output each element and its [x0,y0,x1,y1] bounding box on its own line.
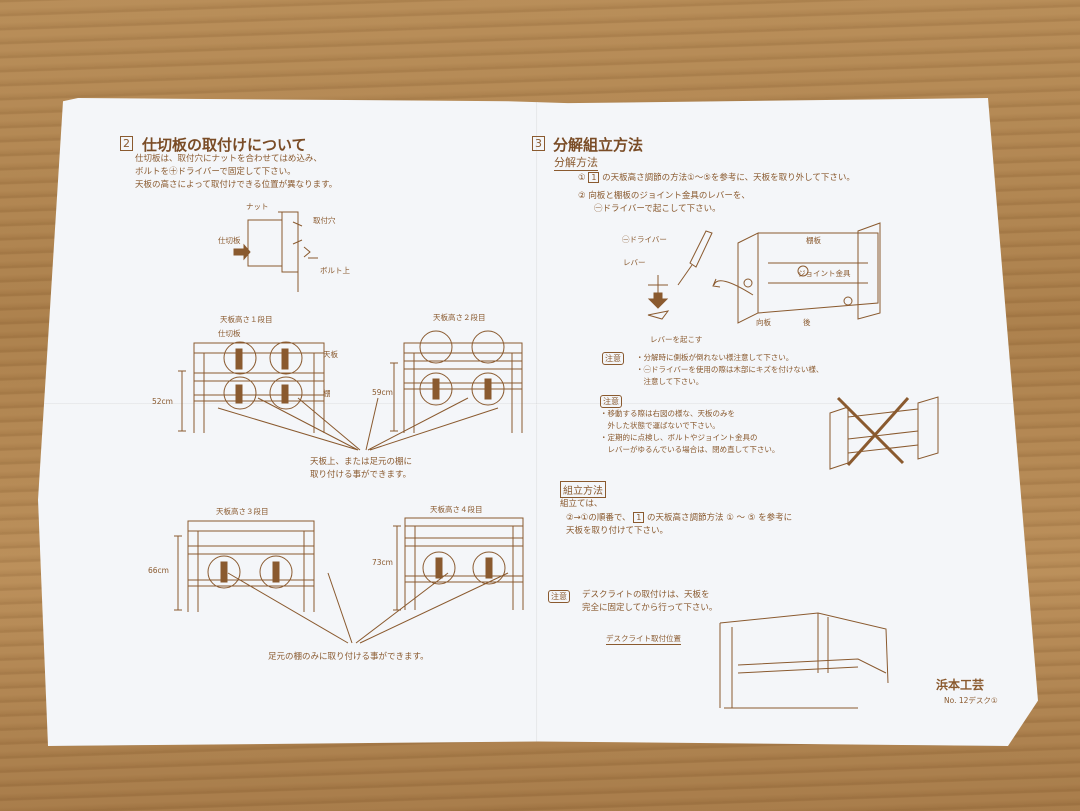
caution-line: 外した状態で運ばないで下さい。 [600,421,720,430]
lever-label: レバー [623,258,646,267]
caution-line: ・定期的に点検し、ボルトやジョイント金具の [600,433,758,442]
caution-line: デスクライトの取付けは、天板を [582,590,710,600]
caution-line: ・分解時に側板が倒れない様注意して下さい。 [636,353,794,362]
intro-line: 仕切板は、取付穴にナットを合わせてはめ込み、 [135,154,322,164]
bolt-label: ボルト上 [320,266,350,275]
front-panel-label: 向板 [756,318,771,327]
driver-label: ㊀ドライバー [622,235,667,244]
desk-figure-level-4 [393,517,524,611]
dimension-level-1: 52cm [152,397,173,406]
pointer-lines-bottom [227,572,509,644]
section-heading: 仕切板の取付けについて [142,136,307,154]
assembly-line: ②→①の順番で、 [566,513,631,523]
figure-title-level-4: 天板高さ４段目 [430,505,483,514]
desk-lamp-figure [719,612,889,709]
figure-title-level-3: 天板高さ３段目 [216,507,269,516]
figure-title-level-2: 天板高さ２段目 [433,313,486,322]
brand-logo: 浜本工芸 [936,678,985,692]
caution-tag-2: 注意 [600,395,622,408]
shelf-label-fig1: 棚 [323,389,331,398]
caution-line: ・移動する際は右図の様な、天板のみを [600,409,735,418]
hole-label: 取付穴 [313,216,336,225]
step-1: ① 1 の天板高さ調節の方法①〜⑤を参考に、天板を取り外して下さい。 [578,171,855,185]
joint-label: ジョイント金具 [798,269,851,278]
intro-text: 仕切板は、取付穴にナットを合わせてはめ込み、 ボルトを㊉ドライバーで固定して下さ… [135,153,337,192]
note-line: 天板上、または足元の棚に [310,457,413,467]
step-box: 1 [588,172,600,183]
caution-tag-1: 注意 [602,352,624,365]
panel-label-fig1: 仕切板 [218,329,241,338]
assembly-line: 天板を取り付けて下さい。 [566,526,669,536]
nut-label: ナット [246,202,269,211]
caution-tag-3: 注意 [548,590,570,603]
top-label-fig1: 天板 [323,350,338,359]
assembly-box: 1 [633,512,645,523]
fold-crease-vertical [536,98,538,746]
joint-lever-figure [647,222,881,324]
document-number: No. 12デスク① [944,696,998,705]
assembly-line: 組立ては、 [560,499,603,509]
caution-line: 注意して下さい。 [636,377,704,386]
figure-title-level-1: 天板高さ１段目 [220,315,273,324]
section-number-3: 3 [532,136,545,151]
caution-2: ・移動する際は右図の様な、天板のみを 外した状態で運ばないで下さい。 ・定期的に… [600,408,779,456]
lamp-position-label: デスクライト取付位置 [606,634,681,645]
caution-3: デスクライトの取付けは、天板を 完全に固定してから行って下さい。 [582,589,717,615]
step-text: の天板高さ調節の方法①〜⑤を参考に、天板を取り外して下さい。 [602,173,855,183]
desk-figure-level-3 [174,520,315,612]
intro-line: ボルトを㊉ドライバーで固定して下さい。 [135,167,296,177]
dimension-level-4: 73cm [372,558,393,567]
dimension-level-2: 59cm [372,388,393,397]
shelf-board-label: 棚板 [806,236,821,245]
caution-1: ・分解時に側板が倒れない様注意して下さい。 ・㊀ドライバーを使用の際は木部にキズ… [636,352,823,388]
prohibited-carry-figure [829,396,939,470]
back-label: 後 [803,318,811,327]
step-num: ① [578,173,586,183]
raise-lever-label: レバーを起こす [650,335,703,344]
section-heading-3: 分解組立方法 [553,136,644,154]
fold-crease-horizontal [38,403,1038,405]
caution-line: ・㊀ドライバーを使用の際は木部にキズを付けない様、 [636,365,824,374]
desk-figure-level-2 [390,330,523,433]
instruction-sheet: 2 仕切板の取付けについて 仕切板は、取付穴にナットを合わせてはめ込み、 ボルト… [38,98,1038,746]
section-number: 2 [120,136,133,151]
assembly-text: 組立ては、 ②→①の順番で、 1 の天板高さ調節方法 ① 〜 ⑤ を参考に 天板… [560,498,792,538]
subheading-disassembly: 分解方法 [554,156,598,171]
pointer-lines-top [217,397,499,451]
note-line: 取り付ける事ができます。 [310,470,412,480]
subheading-assembly: 組立方法 [560,481,606,498]
panel-label: 仕切板 [218,236,241,245]
step-text: 向板と棚板のジョイント金具のレバーを、 [588,191,750,201]
dimension-level-3: 66cm [148,566,169,575]
note-bottom: 足元の棚のみに取り付ける事ができます。 [268,652,429,662]
note-top: 天板上、または足元の棚に 取り付ける事ができます。 [310,456,412,482]
assembly-line: の天板高さ調節方法 ① 〜 ⑤ を参考に [647,513,793,523]
caution-line: レバーがゆるんでいる場合は、閉め直して下さい。 [600,445,780,454]
desk-figure-level-1 [178,341,325,433]
step-text: ㊀ドライバーで起こして下さい。 [594,204,721,214]
partition-detail-figure [233,211,318,292]
step-num: ② [578,191,586,201]
caution-line: 完全に固定してから行って下さい。 [582,603,718,613]
intro-line: 天板の高さによって取付けできる位置が異なります。 [135,180,338,190]
step-2: ② 向板と棚板のジョイント金具のレバーを、 ㊀ドライバーで起こして下さい。 [578,190,750,216]
